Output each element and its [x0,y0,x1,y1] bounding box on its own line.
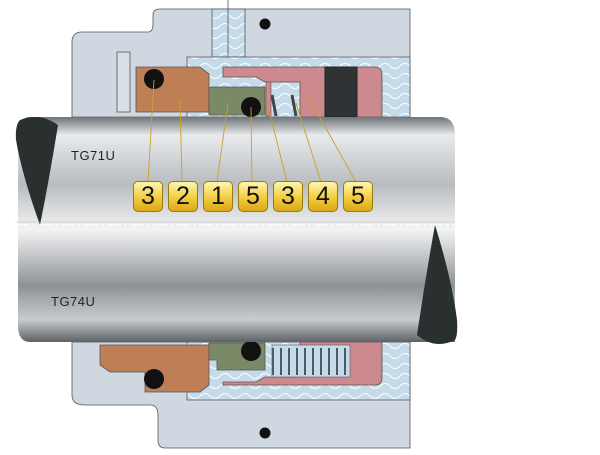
o-ring [144,369,164,389]
o-ring [259,427,271,439]
part-badge: 5 [238,181,268,212]
part-badge: 4 [308,181,338,212]
part-badge: 1 [203,181,233,212]
lower-spring [272,348,346,375]
shaft-left-end [15,116,59,225]
part-badge: 5 [343,181,373,212]
o-ring [144,69,164,89]
model-label-top: TG71U [71,148,116,163]
pin [116,51,131,113]
o-ring [259,18,271,30]
set-screw [324,66,358,118]
model-label-bottom: TG74U [51,294,96,309]
part-badge: 2 [168,181,198,212]
part-badge: 3 [273,181,303,212]
o-ring [241,341,261,361]
leader-lines [147,79,357,183]
threaded-port [211,8,246,58]
upper-spring [270,94,298,117]
shaft [18,117,455,342]
part-badge: 3 [133,181,163,212]
shaft-right-end [417,225,458,344]
